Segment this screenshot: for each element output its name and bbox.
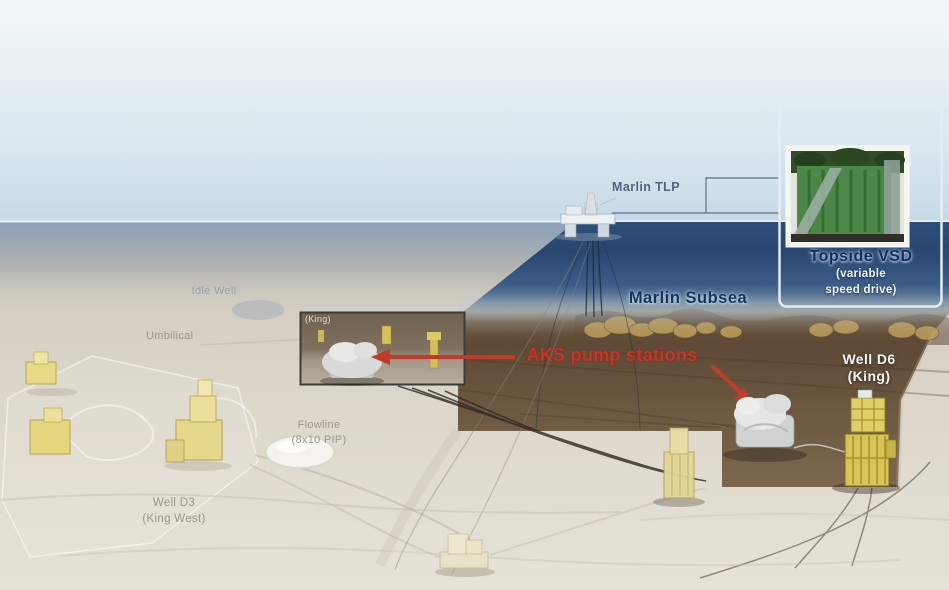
pump-station-inset-photo	[318, 325, 441, 386]
flowline-bundle	[397, 385, 707, 482]
well-d3-label-line1: Well D3	[152, 497, 196, 509]
marlin-tlp-label: Marlin TLP	[612, 180, 680, 194]
aks-callout-arrow-left	[371, 349, 515, 365]
subsea-structure-bottom	[435, 533, 495, 577]
well-tree-mid	[653, 427, 705, 507]
well-d6-tree	[832, 389, 900, 494]
waterline	[0, 220, 949, 223]
vsd-inset-box	[778, 103, 943, 308]
well-d6-label-line2: (King)	[847, 368, 891, 384]
mooring-lines	[394, 241, 641, 575]
idle-well-label: Idle Well	[191, 285, 237, 297]
aks-inset-box	[299, 311, 466, 386]
marlin-subsea-photo-region	[458, 222, 949, 488]
marlin-subsea-label: Marlin Subsea	[628, 289, 748, 307]
tlp-platform	[554, 192, 622, 241]
pump-station	[723, 394, 846, 462]
topside-vsd-title: Topside VSD	[809, 248, 913, 265]
vsd-callout-lines	[612, 177, 780, 214]
riser-lines	[585, 239, 603, 318]
well-d3-label-line2: (King West)	[142, 513, 206, 525]
king-west-manifolds	[25, 351, 335, 471]
topside-vsd-sub-line1: (variable	[835, 268, 887, 280]
flowline-label-line1: Flowline	[297, 419, 341, 431]
edge-shadow	[375, 427, 463, 568]
aks-inset-tag: (King)	[305, 314, 331, 324]
aks-pump-stations-label: AKS pump stations	[526, 345, 698, 365]
topside-vsd-sub-line2: speed drive)	[825, 284, 897, 296]
umbilical-label: Umbilical	[146, 330, 194, 342]
flowline-label-line2: (8x10 PIP)	[291, 434, 347, 446]
well-d6-label-line1: Well D6	[842, 351, 896, 367]
well-d6-flowlines	[699, 461, 931, 579]
vsd-photo	[785, 145, 910, 248]
